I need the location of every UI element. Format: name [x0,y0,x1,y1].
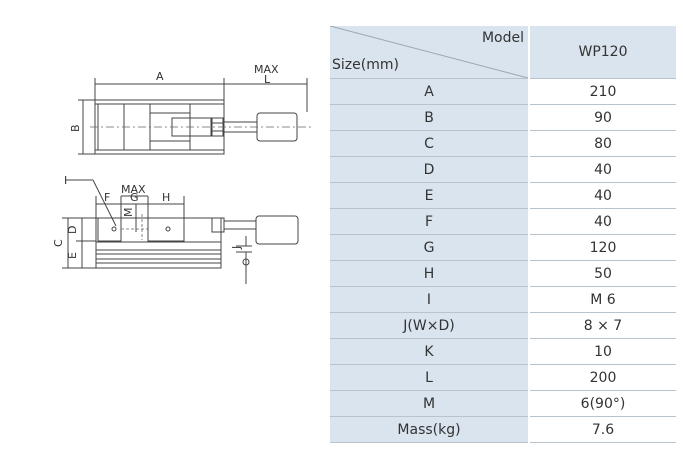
table-header-row: Model Size(mm) WP120 [330,26,676,79]
spec-value-cell: 8 × 7 [528,312,676,339]
dim-label-M: M [122,208,135,218]
dim-label-F: F [104,191,110,204]
spec-value-cell: 120 [528,234,676,261]
spec-key-cell: G [330,234,529,261]
dim-label-E: E [66,252,79,259]
spec-key-cell: B [330,104,529,131]
spec-key-cell: A [330,78,529,105]
dim-label-C: C [52,239,65,247]
spec-value-cell: 40 [528,156,676,183]
spec-value-cell: 210 [528,78,676,105]
dim-label-D: D [66,226,79,234]
spec-key-cell: E [330,182,529,209]
spec-value-cell: 80 [528,130,676,157]
diagonal-divider [330,26,528,78]
spec-value-cell: 7.6 [528,416,676,443]
spec-key-cell: C [330,130,529,157]
dim-label-B: B [69,124,82,132]
spec-key-cell: D [330,156,529,183]
spec-value-cell: 40 [528,208,676,235]
spec-value-cell: 6(90°) [528,390,676,417]
dim-label-max-top: MAX [254,63,279,76]
dim-label-G: G [130,191,139,204]
spec-key-cell: M [330,390,529,417]
spec-key-cell: L [330,364,529,391]
dim-label-A: A [156,70,164,83]
header-corner-cell: Model Size(mm) [330,26,529,79]
dim-label-L: L [264,73,271,86]
spec-key-cell: F [330,208,529,235]
spec-key-cell: H [330,260,529,287]
vise-dimension-drawing: A MAX L B [52,63,312,284]
spec-value-cell: 40 [528,182,676,209]
spec-value-cell: M 6 [528,286,676,313]
spec-value-cell: 10 [528,338,676,365]
spec-key-cell: I [330,286,529,313]
spec-key-cell: J(W×D) [330,312,529,339]
header-size-label: Size(mm) [332,57,399,73]
dim-label-H: H [162,191,170,204]
model-name-cell: WP120 [528,26,676,79]
spec-key-cell: Mass(kg) [330,416,529,443]
header-model-label: Model [481,30,524,46]
dim-label-J: J [230,246,243,250]
spec-key-cell: K [330,338,529,365]
dim-label-I: I [64,174,67,187]
table-row: Mass(kg)7.6 [330,416,676,443]
dim-label-max-side: MAX [121,183,146,196]
spec-value-cell: 90 [528,104,676,131]
spec-value-cell: 200 [528,364,676,391]
table-row: J(W×D)8 × 7 [330,312,676,339]
spec-value-cell: 50 [528,260,676,287]
